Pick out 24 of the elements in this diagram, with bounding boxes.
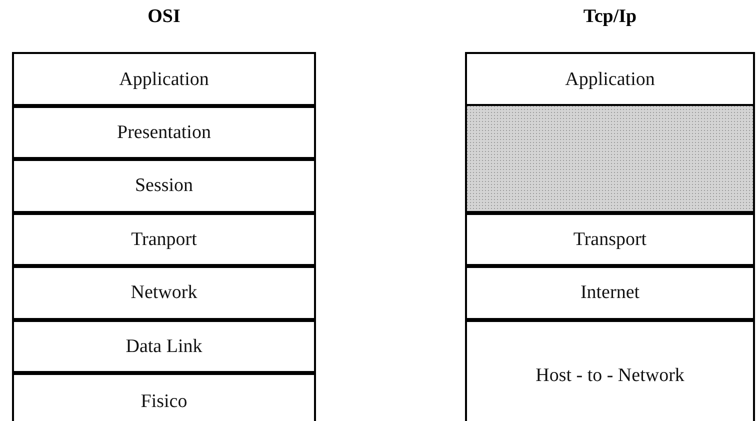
layer-name: Internet [580, 282, 640, 304]
layer-box [12, 211, 316, 268]
layer-box [12, 371, 316, 421]
shaded-box [465, 104, 755, 215]
layer-name: Transport [573, 228, 647, 250]
layer-name: Application [119, 69, 209, 91]
layer-box [465, 211, 755, 268]
layer-box [12, 264, 316, 322]
column-heading: Tcp/Ip [583, 6, 637, 28]
layer-name: Fisico [140, 391, 188, 413]
layer-box [465, 264, 755, 322]
layer-name: Application [565, 69, 655, 91]
layer-name: Network [130, 282, 198, 304]
layer-name: Session [134, 175, 194, 197]
layer-name: Host - to - Network [536, 364, 684, 386]
layer-name: Tranport [131, 228, 197, 250]
layer-name: Presentation [117, 122, 211, 144]
layer-box [12, 157, 316, 215]
column-heading: OSI [148, 6, 180, 28]
layer-box [12, 318, 316, 375]
layer-box [465, 318, 755, 421]
layer-box [12, 52, 316, 108]
layer-name: Data Link [126, 336, 202, 358]
layer-box [12, 104, 316, 161]
